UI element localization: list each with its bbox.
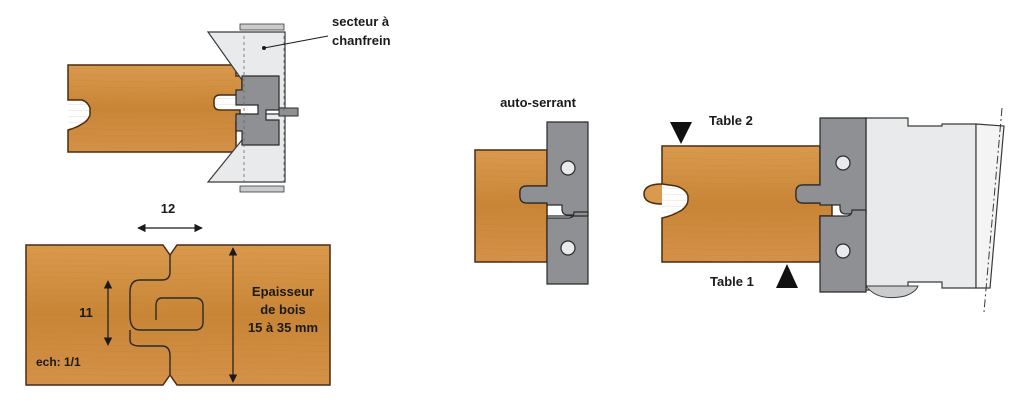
thickness-label-line3: 15 à 35 mm bbox=[248, 320, 318, 335]
knife-upper-middle bbox=[519, 121, 589, 216]
right-machine-assembly: Table 2 Table 1 bbox=[643, 107, 1005, 313]
dimension-width-label: 12 bbox=[161, 201, 175, 216]
thickness-label-line2: de bois bbox=[260, 302, 306, 317]
cutter-body bbox=[865, 117, 977, 291]
knife-upper-right bbox=[795, 117, 867, 215]
sector-label-line1: secteur à bbox=[332, 14, 390, 29]
profile-knife-top-left bbox=[235, 75, 280, 146]
tongue-groove-joint-line bbox=[129, 255, 204, 375]
top-left-assembly: secteur à chanfrein bbox=[67, 14, 391, 193]
thickness-label-line1: Epaisseur bbox=[252, 284, 314, 299]
bottom-left-section: 12 11 Epaisseur de bois 15 à 35 mm ech: … bbox=[25, 201, 331, 386]
table2-marker bbox=[670, 122, 692, 144]
self-centering-assembly: auto-serrant bbox=[474, 95, 589, 285]
table2-label: Table 2 bbox=[709, 113, 753, 128]
table1-label: Table 1 bbox=[710, 274, 754, 289]
self-centering-label: auto-serrant bbox=[500, 95, 577, 110]
screw-hole-lower bbox=[560, 240, 576, 256]
sector-label-line2: chanfrein bbox=[332, 33, 391, 48]
screw-hole-right-upper bbox=[835, 155, 851, 171]
table1-marker bbox=[776, 264, 798, 288]
screw-hole-right-lower bbox=[835, 243, 851, 259]
screw-hole-upper bbox=[560, 160, 576, 176]
dimension-height-label: 11 bbox=[79, 305, 93, 320]
scale-label: ech: 1/1 bbox=[36, 355, 81, 369]
